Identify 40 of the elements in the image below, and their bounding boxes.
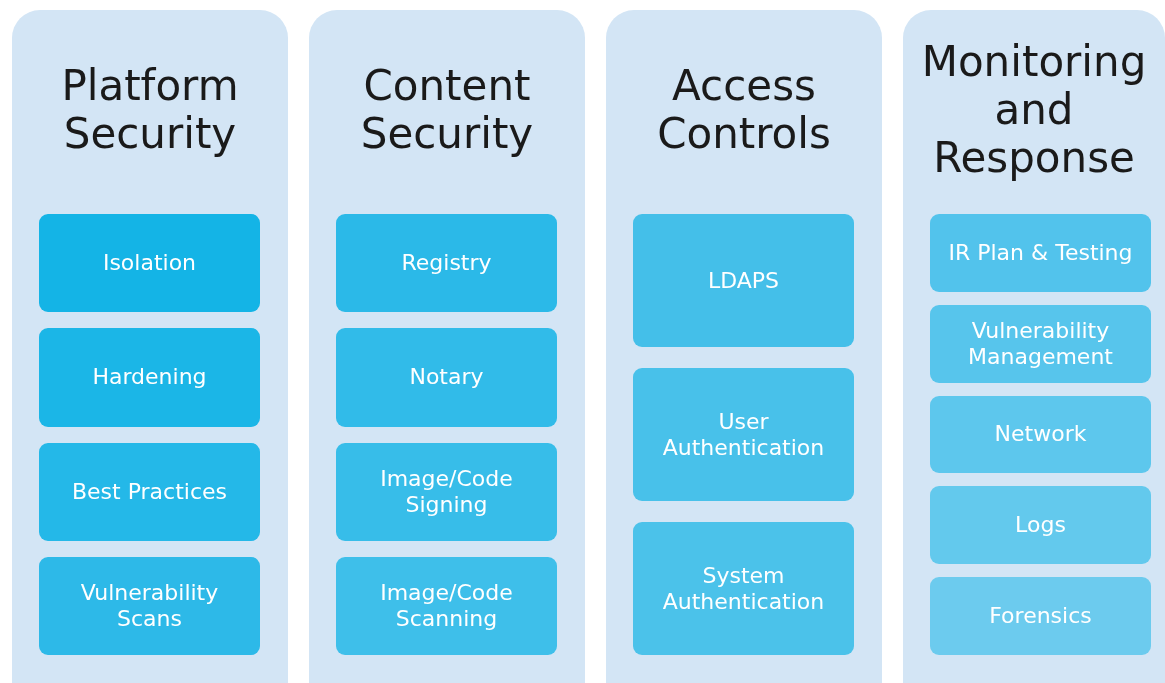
column-heading: Access Controls — [656, 62, 832, 158]
item-box — [336, 442, 557, 541]
column-panel — [309, 10, 585, 683]
item-box — [930, 214, 1151, 292]
item-box — [633, 368, 854, 501]
item-label: Registry — [400, 250, 493, 277]
item-label: User Authentication — [661, 408, 826, 461]
item-label: Image/Code Scanning — [379, 579, 514, 632]
item-label: IR Plan & Testing — [947, 239, 1134, 266]
item-box — [930, 577, 1151, 655]
item-box — [633, 214, 854, 347]
item-label: Vulnerability Scans — [79, 579, 220, 632]
item-label: Logs — [1014, 512, 1067, 539]
item-box — [39, 328, 260, 427]
item-label: Isolation — [101, 250, 198, 277]
item-label: Forensics — [988, 603, 1093, 630]
item-label: LDAPS — [706, 267, 781, 294]
item-box — [930, 486, 1151, 565]
column-heading: Monitoring and Response — [920, 38, 1148, 182]
item-label: Hardening — [91, 364, 208, 391]
item-box — [39, 442, 260, 541]
item-box — [633, 522, 854, 655]
item-label: System Authentication — [661, 562, 826, 615]
item-box — [930, 304, 1151, 383]
column-panel — [12, 10, 288, 683]
item-label: Vulnerability Management — [967, 317, 1114, 370]
item-box — [39, 214, 260, 313]
column-panel — [903, 10, 1165, 683]
item-label: Image/Code Signing — [379, 465, 514, 518]
item-box — [930, 395, 1151, 474]
item-box — [336, 328, 557, 427]
item-label: Network — [993, 421, 1088, 448]
item-label: Notary — [408, 364, 485, 391]
item-box — [39, 556, 260, 655]
item-box — [336, 214, 557, 313]
column-heading: Content Security — [359, 62, 535, 158]
column-heading: Platform Security — [60, 62, 240, 158]
column-panel — [606, 10, 882, 683]
item-label: Best Practices — [70, 478, 228, 505]
item-box — [336, 556, 557, 655]
